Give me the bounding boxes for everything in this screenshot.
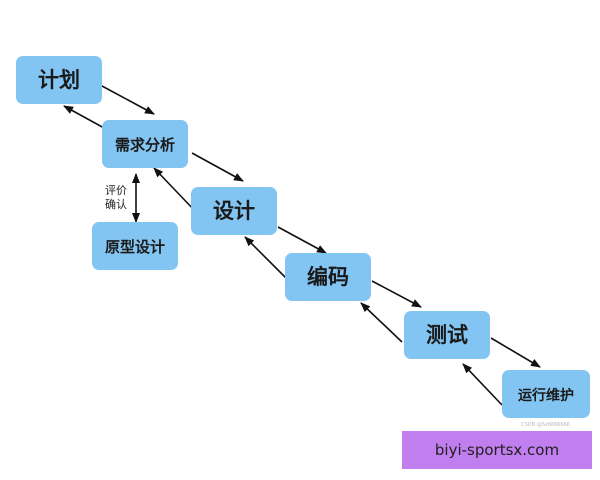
watermark-banner: biyi-sportsx.com [402,431,592,469]
node-prototype-label: 原型设计 [105,238,165,256]
node-design: 设计 [191,187,277,235]
node-testing-label: 测试 [426,323,468,347]
node-requirements-label: 需求分析 [115,136,175,154]
arrow-requirements-to-plan [63,105,105,129]
node-maintenance: 运行维护 [502,370,590,418]
arrow-design-to-requirements [153,167,197,213]
node-coding: 编码 [285,253,371,301]
node-design-label: 设计 [213,199,255,223]
arrow-maintenance-to-testing [462,363,503,406]
arrow-coding-to-testing [371,280,422,308]
credit-text: CSDN @Sz6666666 [521,422,570,428]
arrow-plan-to-requirements [101,85,155,115]
node-requirements: 需求分析 [102,120,188,168]
review-label-line2: 确认 [105,198,127,211]
node-maintenance-label: 运行维护 [518,387,574,404]
arrow-design-to-coding [277,226,327,254]
node-testing: 测试 [404,311,490,359]
arrow-testing-to-coding [360,302,403,343]
arrow-requirements-to-design [191,152,244,182]
node-coding-label: 编码 [307,265,349,289]
watermark-banner-text: biyi-sportsx.com [434,441,560,459]
review-label-line1: 评价 [105,184,127,197]
arrow-coding-to-design [244,236,287,279]
node-plan: 计划 [16,56,102,104]
node-plan-label: 计划 [38,68,80,92]
arrow-testing-to-maintenance [490,337,541,368]
node-prototype: 原型设计 [92,222,178,270]
